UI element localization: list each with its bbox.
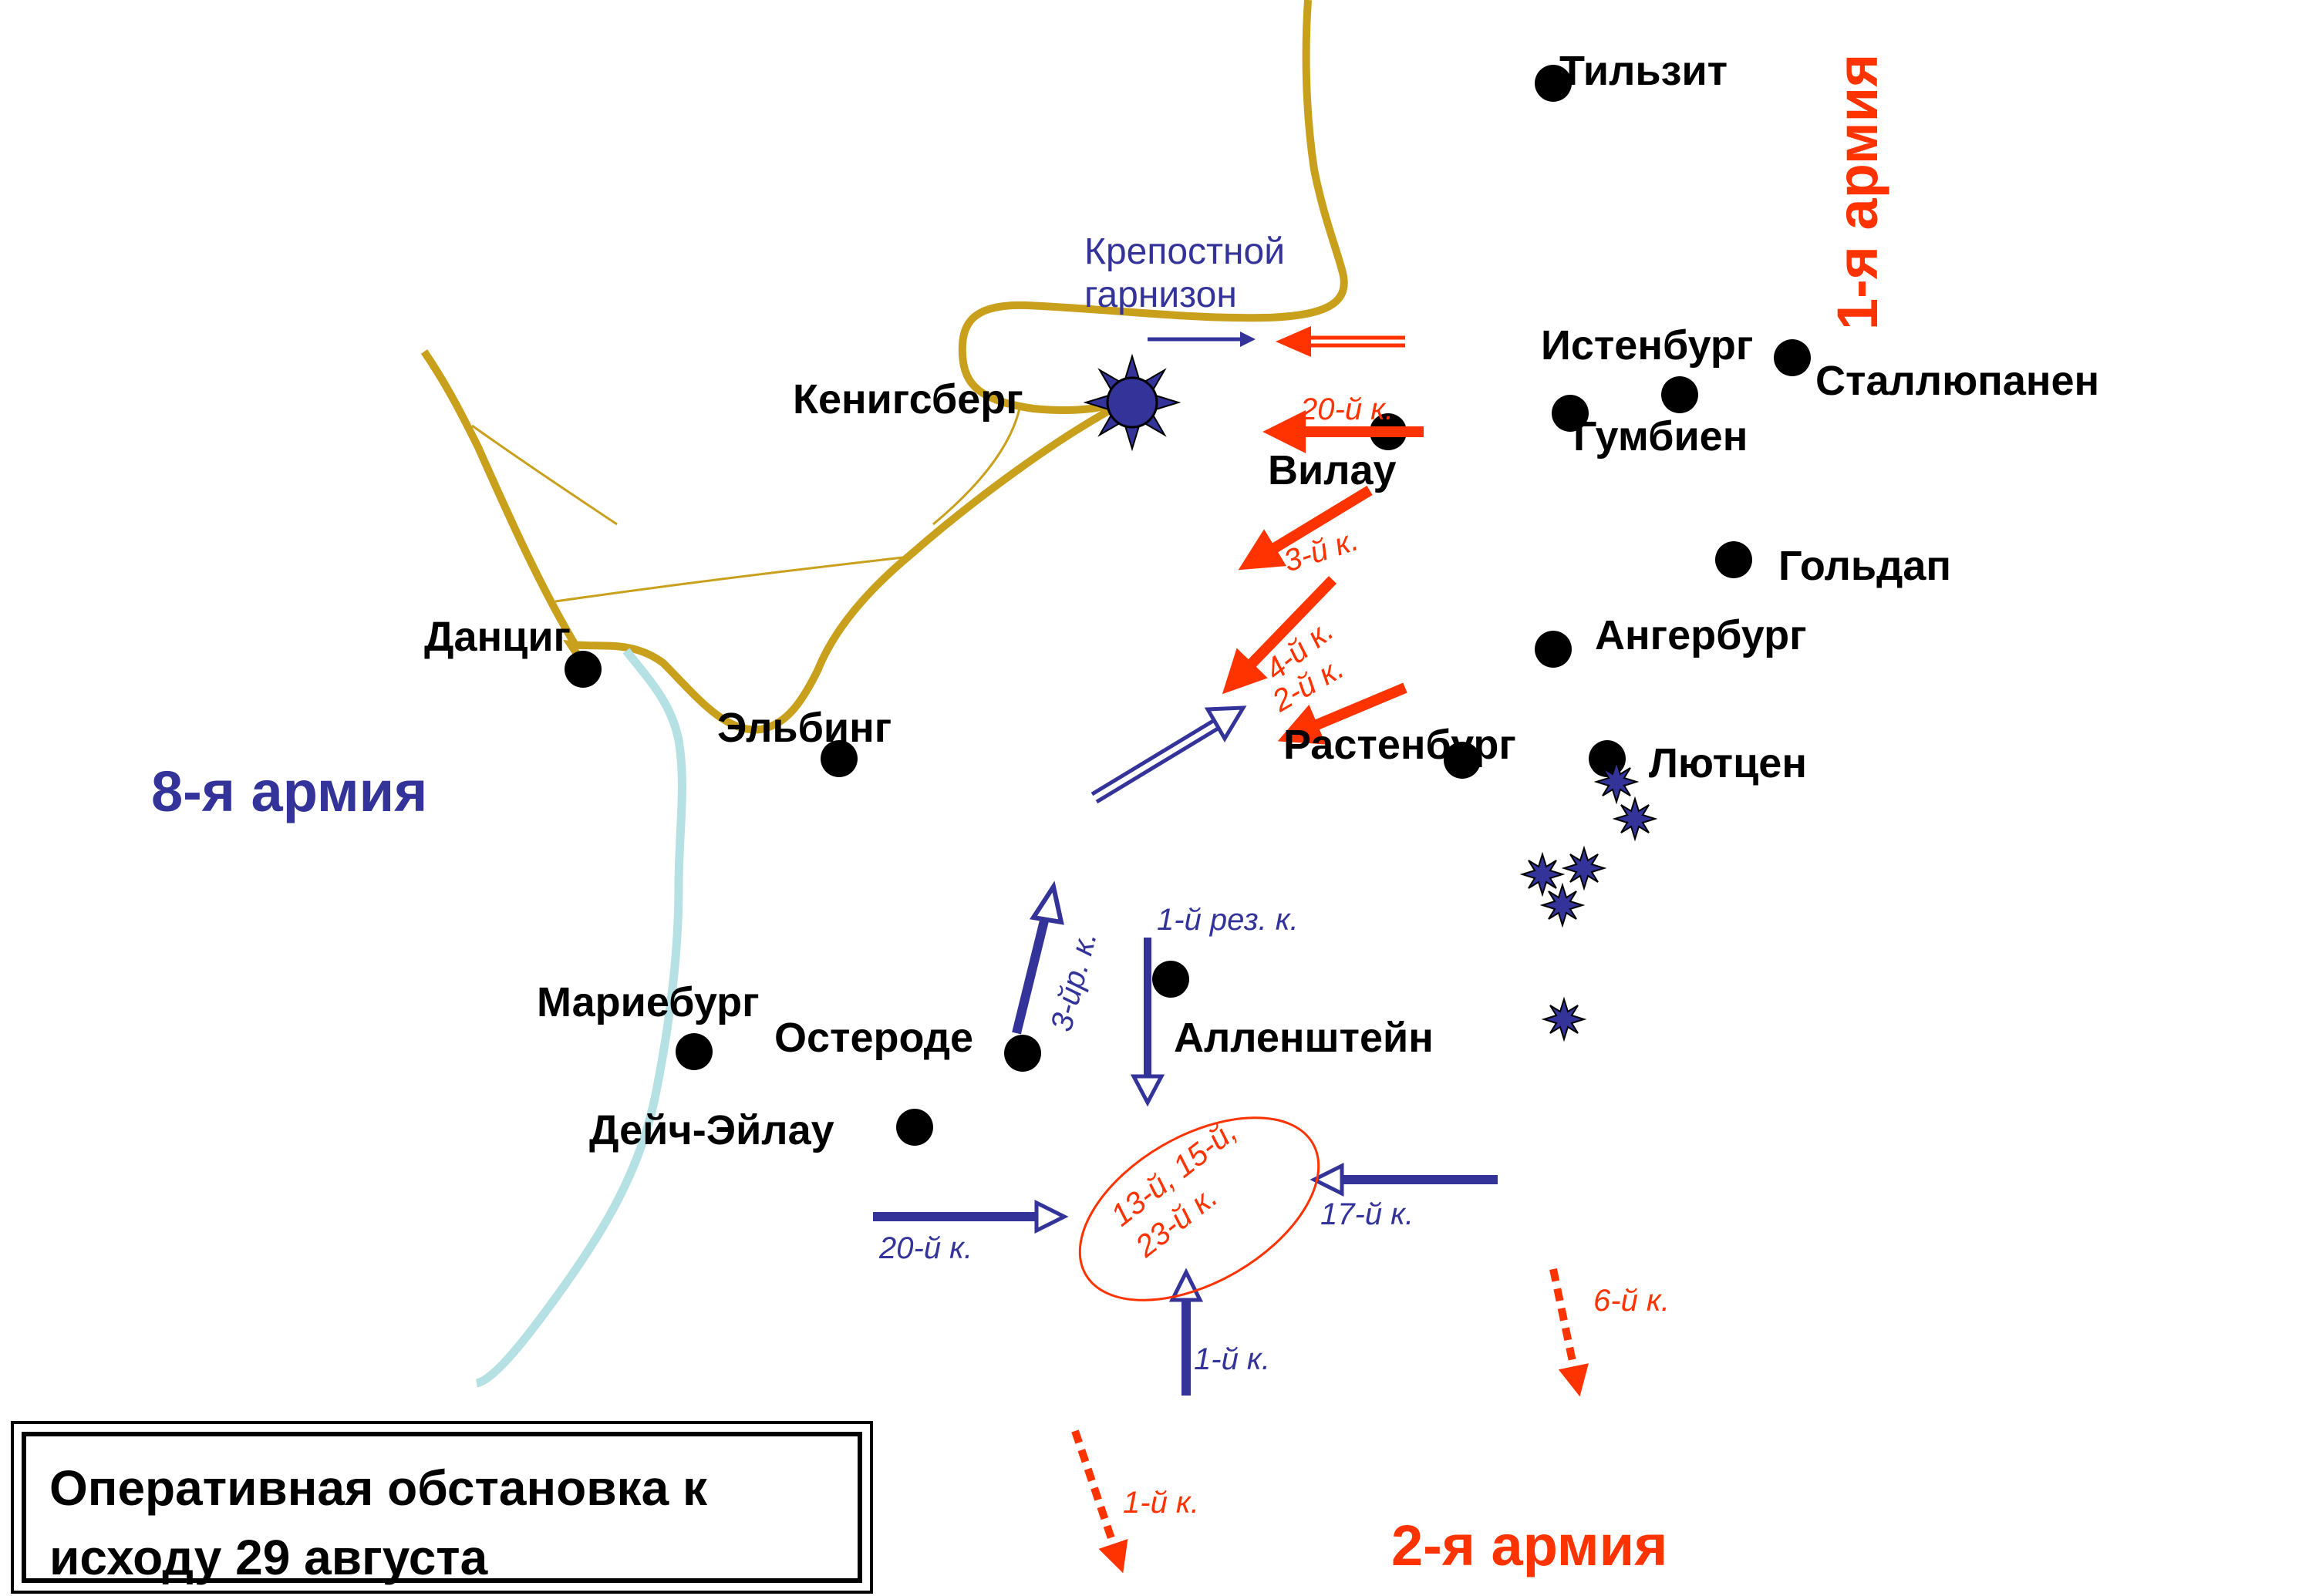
- corps-label-red-6: 6-й к.: [1593, 1284, 1670, 1318]
- battle-icon: [1519, 851, 1566, 897]
- city-label-istenburg: Истенбург: [1541, 322, 1753, 369]
- city-label-angerburg: Ангербург: [1595, 612, 1807, 658]
- city-marker-elbing: [821, 740, 858, 777]
- fortress-icon: [1083, 353, 1181, 452]
- caption-inner-frame: Оперативная обстановка к исходу 29 авгус…: [22, 1432, 862, 1585]
- corps-label-red-1: 1-й к.: [1123, 1486, 1199, 1520]
- vistula-river: [475, 648, 686, 1388]
- russian-arrows: [1071, 326, 1589, 1574]
- caption-box: Оперативная обстановка к исходу 29 авгус…: [11, 1421, 873, 1594]
- city-marker-tilsit: [1535, 65, 1572, 102]
- city-marker-gumbinen: [1552, 395, 1589, 432]
- blue-arrow-1: [1168, 1268, 1204, 1396]
- red-arrow-2: [1277, 682, 1407, 745]
- blue-arrow-3-res: [1012, 880, 1064, 1035]
- blue-arrow-1-res: [1130, 938, 1165, 1107]
- army-label-eighth: 8-я армия: [151, 759, 427, 823]
- blue-arrow-20: [873, 1199, 1069, 1234]
- corps-label-red-20: 20-й к.: [1299, 392, 1394, 426]
- city-label-vilau: Вилау: [1268, 447, 1397, 493]
- red-arrow-6: [1549, 1268, 1589, 1397]
- battle-icon: [1612, 796, 1658, 842]
- battle-stars: [1519, 759, 1658, 1042]
- encirclement-ellipse: [1078, 1116, 1320, 1301]
- corps-label-blue-1: 1-й к.: [1194, 1342, 1270, 1376]
- city-marker-osterode: [1004, 1035, 1041, 1072]
- city-label-gumbinen: Гумбиен: [1573, 413, 1748, 460]
- city-label-koenigsberg: Кенигсберг: [793, 376, 1023, 423]
- city-labels: Тильзит Истенбург Сталлюпанен Гумбиен Ви…: [424, 48, 2099, 1153]
- army-label-first: 1-я армия: [1825, 54, 1889, 330]
- red-arrow-istenburg: [1276, 326, 1405, 357]
- corps-label-blue-20: 20-й к.: [878, 1231, 972, 1265]
- city-marker-allenstein: [1152, 961, 1189, 998]
- caption-line1: Оперативная обстановка к: [49, 1460, 707, 1516]
- battle-icon: [1539, 882, 1586, 928]
- blue-arrow-17: [1310, 1162, 1498, 1197]
- red-arrow-3: [1238, 486, 1373, 571]
- city-label-allenstein: Алленштейн: [1174, 1015, 1434, 1061]
- garrison-label-line1: Крепостной: [1084, 231, 1285, 272]
- corps-label-blue-3-res: 3-йр. к.: [1044, 928, 1104, 1035]
- coastline: [420, 0, 1348, 734]
- garrison-label-line2: гарнизон: [1084, 274, 1237, 315]
- city-marker-rastenburg: [1444, 742, 1481, 779]
- battle-icon: [1541, 996, 1587, 1042]
- city-label-danzig: Данциг: [424, 614, 571, 660]
- battle-icon: [1593, 759, 1640, 805]
- army-label-second: 2-я армия: [1391, 1514, 1667, 1577]
- city-label-elbing: Эльбинг: [717, 705, 892, 751]
- city-marker-angerburg: [1535, 631, 1572, 668]
- city-label-rastenburg: Растенбург: [1283, 722, 1516, 768]
- city-label-tilsit: Тильзит: [1559, 48, 1728, 94]
- corps-label-blue-17: 17-й к.: [1320, 1197, 1414, 1231]
- corps-labels: 20-й к. 3-й к. 4-й к. 2-й к. 6-й к. 1-й …: [878, 392, 1670, 1520]
- city-label-marienburg: Мариебург: [537, 979, 760, 1025]
- battle-icon: [1561, 845, 1607, 891]
- red-arrow-1: [1071, 1429, 1128, 1574]
- city-label-osterode: Остероде: [774, 1015, 973, 1061]
- city-label-goldap: Гольдап: [1778, 543, 1951, 589]
- city-marker-istenburg: [1774, 339, 1811, 376]
- city-marker-goldap: [1715, 541, 1752, 578]
- german-arrows: [873, 332, 1498, 1396]
- red-arrow-4: [1222, 576, 1337, 695]
- city-label-stallupenen: Сталлюпанен: [1815, 358, 2099, 404]
- city-marker-danzig: [565, 651, 602, 688]
- city-marker-marienburg: [676, 1033, 713, 1070]
- city-marker-stallupenen: [1661, 376, 1698, 413]
- corps-label-blue-1-res: 1-й рез. к.: [1157, 903, 1299, 937]
- city-label-deutsch-eylau: Дейч-Эйлау: [589, 1107, 834, 1153]
- caption-line2: исходу 29 августа: [49, 1530, 488, 1585]
- blue-arrow-northeast: [1090, 705, 1247, 804]
- city-marker-deutsch-eylau: [896, 1109, 933, 1146]
- city-label-lutzen: Лютцен: [1649, 740, 1807, 786]
